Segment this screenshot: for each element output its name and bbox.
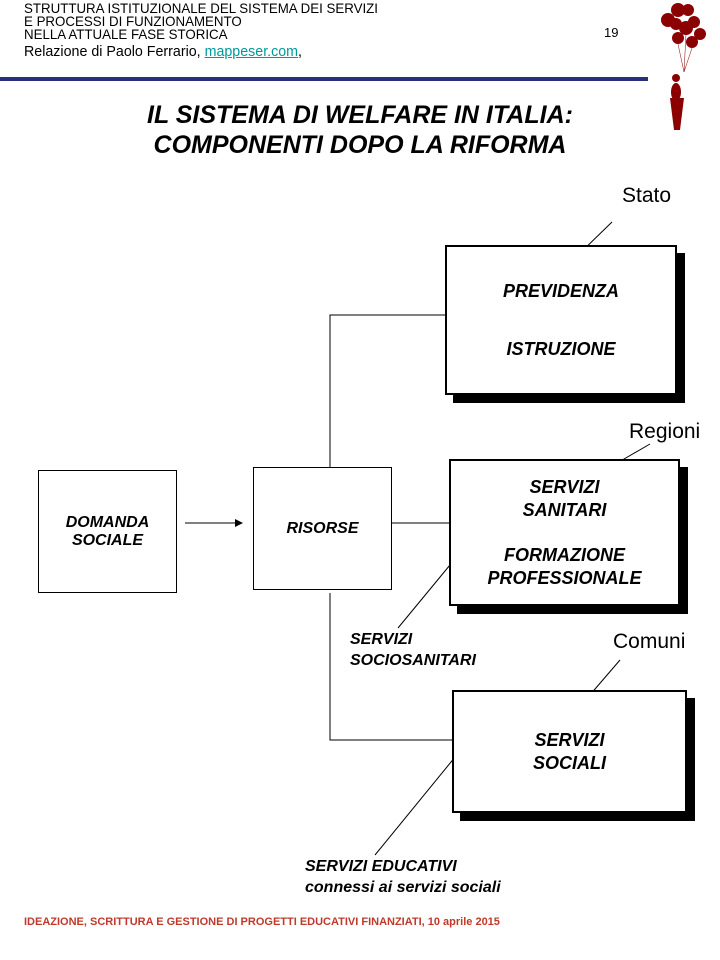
comuni-box: SERVIZI SOCIALI bbox=[452, 690, 687, 813]
balloon-girl-logo bbox=[661, 3, 706, 130]
box-text: PROFESSIONALE bbox=[487, 567, 642, 588]
header-rule bbox=[0, 77, 648, 81]
stato-label: Stato bbox=[622, 184, 672, 207]
line-to-comuni bbox=[329, 593, 452, 741]
box-text: FORMAZIONE bbox=[504, 544, 625, 565]
domanda-sociale-box: DOMANDA SOCIALE bbox=[38, 470, 177, 593]
label-line: connessi ai servizi sociali bbox=[305, 879, 501, 896]
stato-box: PREVIDENZA ISTRUZIONE bbox=[445, 245, 677, 395]
sociosanitari-label: SERVIZI SOCIOSANITARI bbox=[350, 629, 476, 671]
header-text: STRUTTURA ISTITUZIONALE DEL SISTEMA DEI … bbox=[24, 0, 378, 60]
box-text: PREVIDENZA bbox=[502, 281, 619, 301]
author: Relazione di Paolo Ferrario, bbox=[24, 43, 205, 60]
title-line: IL SISTEMA DI WELFARE IN ITALIA: bbox=[147, 101, 573, 129]
line-educativi bbox=[374, 750, 461, 856]
regioni-box: SERVIZI SANITARI FORMAZIONE PROFESSIONAL… bbox=[449, 459, 680, 606]
header-line: NELLA ATTUALE FASE STORICA bbox=[24, 26, 228, 42]
title-line: COMPONENTI DOPO LA RIFORMA bbox=[153, 131, 567, 159]
box-text: ISTRUZIONE bbox=[506, 339, 616, 359]
regioni-label: Regioni bbox=[629, 420, 701, 443]
label-line: SERVIZI bbox=[350, 631, 413, 648]
page-number: 19 bbox=[604, 25, 619, 40]
box-text: SERVIZI bbox=[529, 476, 600, 497]
slide-title: IL SISTEMA DI WELFARE IN ITALIA: COMPONE… bbox=[100, 100, 620, 160]
box-text: SANITARI bbox=[522, 499, 607, 520]
box-text: DOMANDA bbox=[65, 513, 150, 531]
box-text: SOCIALI bbox=[532, 752, 606, 773]
risorse-box: RISORSE bbox=[253, 467, 392, 590]
line-to-stato bbox=[329, 314, 447, 467]
mappeser-link[interactable]: mappeser.com bbox=[204, 43, 299, 60]
comuni-label: Comuni bbox=[613, 630, 686, 653]
author-line: Relazione di Paolo Ferrario, mappeser.co… bbox=[24, 44, 378, 60]
footer-text: IDEAZIONE, SCRITTURA E GESTIONE DI PROGE… bbox=[24, 916, 500, 928]
comma: , bbox=[298, 43, 303, 60]
box-text: SOCIALE bbox=[71, 531, 144, 549]
label-line: SERVIZI EDUCATIVI bbox=[305, 858, 457, 875]
header-line: STRUTTURA ISTITUZIONALE DEL SISTEMA DEI … bbox=[24, 0, 378, 16]
educativi-label: SERVIZI EDUCATIVI connessi ai servizi so… bbox=[305, 856, 501, 898]
box-text: RISORSE bbox=[286, 519, 359, 537]
header-line: E PROCESSI DI FUNZIONAMENTO bbox=[24, 13, 242, 29]
box-text: SERVIZI bbox=[534, 729, 605, 750]
label-line: SOCIOSANITARI bbox=[350, 652, 476, 669]
